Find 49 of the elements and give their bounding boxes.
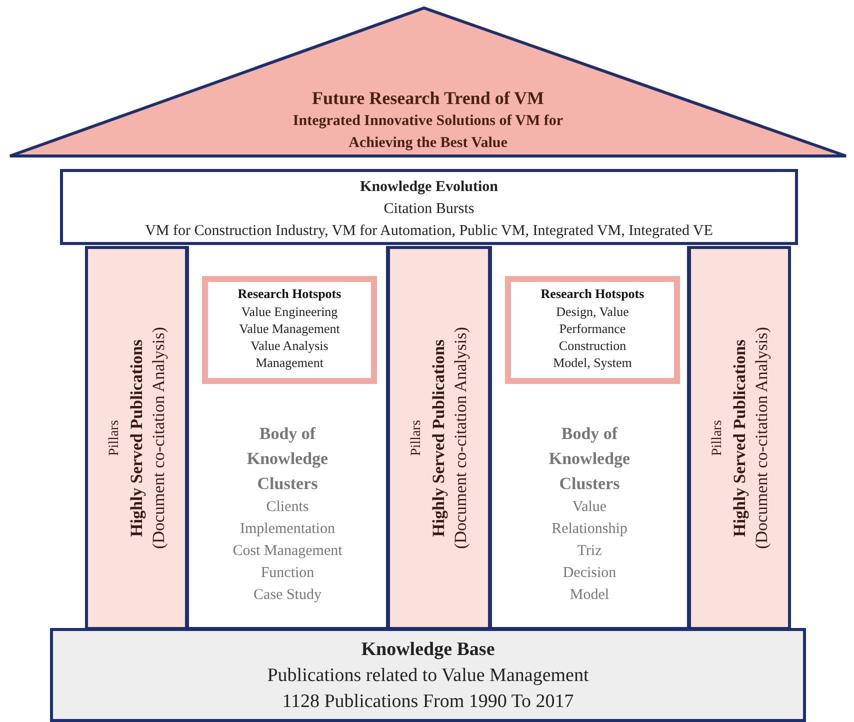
hotspot-item: Value Management	[238, 320, 341, 337]
foundation-band	[50, 628, 806, 722]
hotspot-heading: Research Hotspots	[236, 285, 342, 303]
cluster-item: Cost Management	[232, 542, 342, 561]
roof-triangle	[8, 6, 848, 158]
band-heading: Knowledge Base	[360, 638, 496, 662]
cluster-item: Clients	[266, 498, 309, 517]
pillar-column	[85, 246, 188, 630]
cluster-heading: Body of Knowledge Clusters	[548, 423, 632, 495]
column-panel	[489, 246, 690, 630]
pillar-heading: Highly Served Publications	[126, 338, 147, 539]
pillar-subtitle: (Document co-citation Analysis)	[450, 327, 471, 549]
cluster-item: Value	[572, 498, 607, 517]
pillar-heading: Highly Served Publications	[728, 338, 750, 539]
hotspot-item: Construction	[558, 337, 628, 354]
hotspot-box	[202, 276, 377, 384]
cluster-item: Relationship	[552, 520, 628, 539]
hotspot-item: Performance	[558, 320, 627, 337]
hotspot-item: Management	[254, 354, 324, 371]
cluster-heading: Body of Knowledge Clusters	[246, 423, 330, 495]
pillar-subtitle: (Document co-citation Analysis)	[750, 327, 772, 549]
band-text: Citation Bursts	[382, 200, 476, 219]
hotspot-item: Design, Value	[555, 303, 630, 320]
pillar-column	[688, 246, 791, 630]
hotspot-heading: Research Hotspots	[540, 285, 646, 303]
cluster-item: Implementation	[240, 520, 335, 539]
pillar-subtitle: (Document co-citation Analysis)	[148, 327, 169, 549]
cluster-item: Case Study	[254, 586, 322, 605]
band-text: 1128 Publications From 1990 To 2017	[281, 690, 575, 714]
band-heading: Knowledge Evolution	[359, 178, 499, 197]
pillar-label: Pillars	[408, 419, 425, 458]
pillar-heading: Highly Served Publications	[428, 338, 449, 539]
band-text: Publications related to Value Management	[266, 664, 590, 688]
pillar-label: Pillars	[106, 419, 122, 458]
hotspot-item: Value Engineering	[240, 303, 339, 320]
hotspot-item: Value Analysis	[250, 337, 330, 354]
pillar-label: Pillars	[708, 419, 726, 458]
cluster-item: Triz	[577, 542, 602, 561]
cluster-item: Function	[260, 564, 314, 583]
cluster-item: Model	[570, 586, 610, 605]
hotspot-box	[505, 276, 680, 384]
band-text: VM for Construction Industry, VM for Automation, Public VM, Integrated VM, Integrated VE	[144, 222, 714, 241]
hotspot-item: Model, System	[552, 354, 633, 371]
roof-heading: Future Research Trend of VM	[312, 87, 544, 110]
pillar-column	[387, 246, 491, 630]
beam-band	[60, 169, 798, 245]
column-panel	[186, 246, 389, 630]
roof-subtitle: Integrated Innovative Solutions of VM for Achieving the Best Value	[292, 112, 564, 153]
cluster-item: Decision	[562, 564, 616, 583]
